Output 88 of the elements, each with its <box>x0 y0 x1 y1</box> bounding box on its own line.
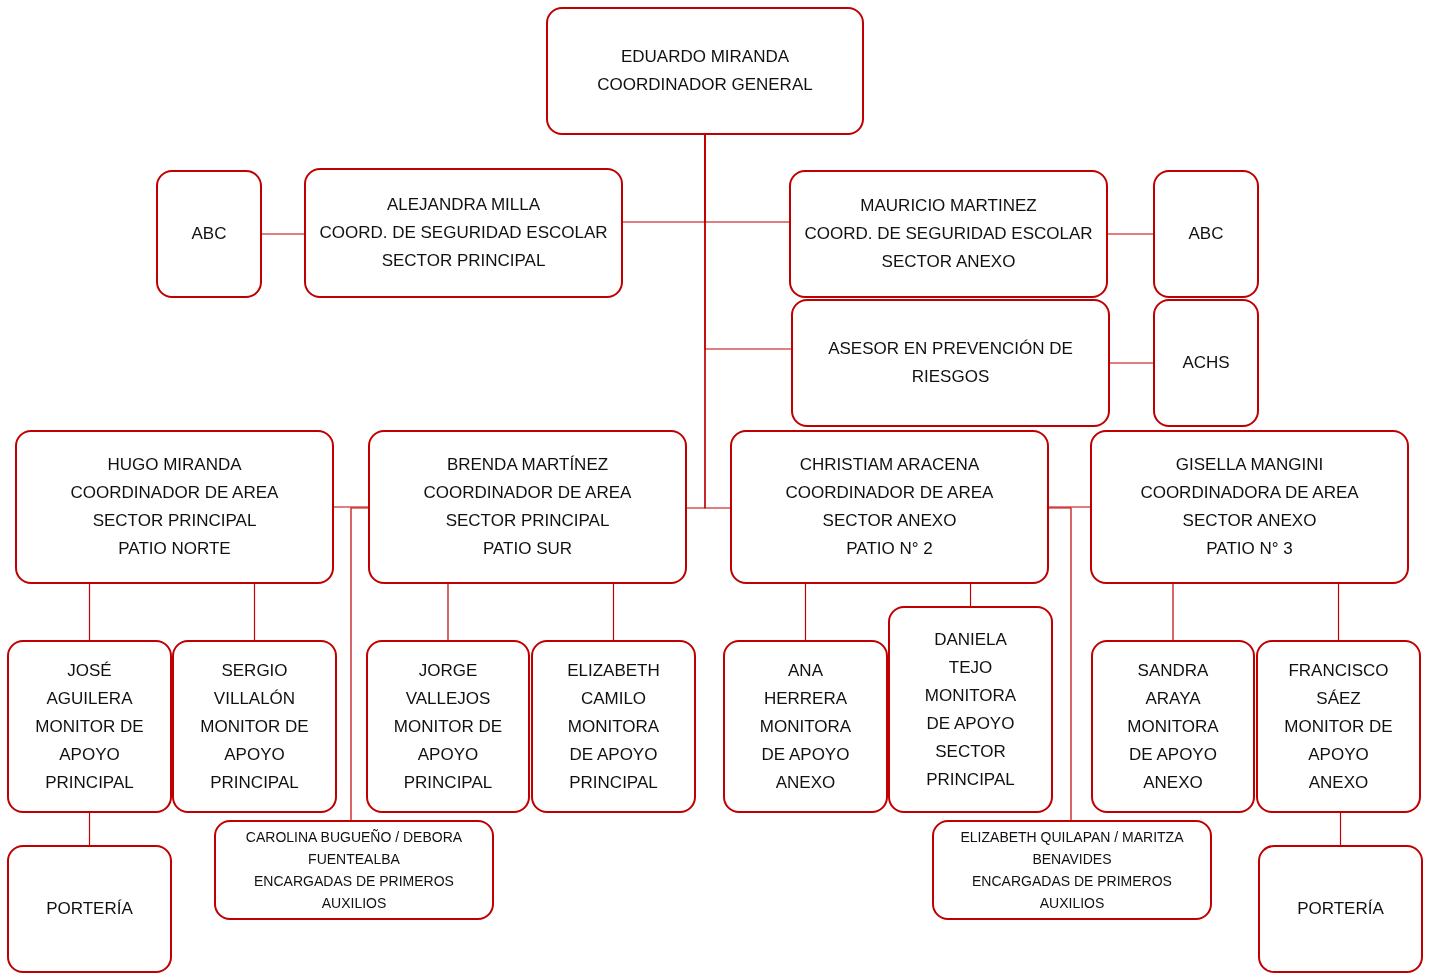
org-box <box>172 640 337 813</box>
connector-line <box>447 583 449 641</box>
role-text: COORDINADOR GENERAL <box>597 74 813 96</box>
role-text: PATIO NORTE <box>118 538 231 560</box>
role-text: MONITORA DE APOYO SECTOR PRINCIPAL <box>923 684 1018 791</box>
org-box <box>15 430 334 584</box>
org-box <box>546 7 864 135</box>
role-text: ABC <box>191 223 227 245</box>
role-text: COORDINADOR DE AREA <box>785 482 994 504</box>
org-box <box>932 820 1212 920</box>
role-text: MONITORA DE APOYO ANEXO <box>1126 715 1220 794</box>
role-text: MONITORA DE APOYO PRINCIPAL <box>566 715 661 794</box>
role-text: PORTERÍA <box>46 898 133 920</box>
person-name: FRANCISCO SÁEZ <box>1287 659 1390 710</box>
role-text: ENCARGADAS DE PRIMEROS AUXILIOS <box>253 872 455 913</box>
role-text: PATIO SUR <box>482 538 573 560</box>
connector-line <box>969 583 972 607</box>
org-box <box>791 299 1110 427</box>
org-box <box>156 170 262 298</box>
role-text: COORDINADOR DE AREA <box>423 482 632 504</box>
connector-line <box>1337 583 1340 641</box>
role-text: COORDINADOR DE AREA <box>70 482 279 504</box>
org-box <box>7 845 172 973</box>
role-text: MONITOR DE APOYO PRINCIPAL <box>34 715 145 794</box>
org-box <box>531 640 696 813</box>
person-name: ANA HERRERA <box>762 659 849 710</box>
role-text: MONITORA DE APOYO ANEXO <box>758 715 853 794</box>
person-name: CHRISTIAM ARACENA <box>799 454 980 476</box>
connector-line <box>333 506 369 508</box>
person-name: HUGO MIRANDA <box>107 454 242 476</box>
connector-line <box>1339 812 1342 846</box>
connector-line <box>253 583 256 641</box>
org-box <box>1153 299 1259 427</box>
connector-line <box>1048 506 1091 508</box>
role-text: SECTOR ANEXO <box>1182 510 1317 532</box>
org-box <box>366 640 530 813</box>
connector-line <box>88 583 91 641</box>
person-name: JOSÉ AGUILERA <box>45 659 134 710</box>
connector-line <box>1107 233 1154 235</box>
connector-line <box>1109 362 1154 364</box>
connector-line <box>261 233 305 235</box>
person-name: ALEJANDRA MILLA <box>386 194 541 216</box>
connector-line <box>1048 507 1072 821</box>
org-box <box>368 430 687 584</box>
org-box <box>1153 170 1259 298</box>
org-box <box>730 430 1049 584</box>
person-name: DANIELA TEJO <box>933 628 1008 679</box>
role-text: MONITOR DE APOYO PRINCIPAL <box>199 715 310 794</box>
org-box <box>7 640 172 813</box>
person-name: JORGE VALLEJOS <box>404 659 492 710</box>
role-text: COORDINADORA DE AREA <box>1140 482 1359 504</box>
role-text: SECTOR ANEXO <box>822 510 957 532</box>
org-box <box>1258 845 1423 973</box>
org-box <box>1091 640 1255 813</box>
role-text: MONITOR DE APOYO ANEXO <box>1283 715 1394 794</box>
person-name: EDUARDO MIRANDA <box>620 46 790 68</box>
person-name: ELIZABETH CAMILO <box>566 659 661 710</box>
person-name: GISELLA MANGINI <box>1175 454 1324 476</box>
person-name: BRENDA MARTÍNEZ <box>446 454 609 476</box>
person-name: SERGIO VILLALÓN <box>212 659 297 710</box>
connector-line <box>88 812 91 846</box>
role-text: SECTOR PRINCIPAL <box>445 510 610 532</box>
role-text: PORTERÍA <box>1297 898 1384 920</box>
person-name: MAURICIO MARTINEZ <box>860 195 1037 217</box>
org-box <box>214 820 494 920</box>
person-name: SANDRA ARAYA <box>1136 659 1210 710</box>
org-box <box>723 640 888 813</box>
role-text: MONITOR DE APOYO PRINCIPAL <box>392 715 504 794</box>
role-text: COORD. DE SEGURIDAD ESCOLAR SECTOR PRINCIPAL <box>318 222 609 272</box>
org-box <box>888 606 1053 813</box>
org-box <box>1090 430 1409 584</box>
role-text: PATIO N° 2 <box>846 538 933 560</box>
role-text: COORD. DE SEGURIDAD ESCOLAR SECTOR ANEXO <box>803 223 1094 273</box>
connector-line <box>612 583 615 641</box>
role-text: ACHS <box>1182 352 1230 374</box>
person-name: ELIZABETH QUILAPAN / MARITZA BENAVIDES <box>959 828 1185 869</box>
connector-line <box>350 507 369 821</box>
org-box <box>789 170 1108 298</box>
org-box <box>304 168 623 298</box>
role-text: SECTOR PRINCIPAL <box>92 510 257 532</box>
role-text: ASESOR EN PREVENCIÓN DE RIESGOS <box>827 338 1074 388</box>
connector-line <box>1172 583 1174 641</box>
person-name: CAROLINA BUGUEÑO / DEBORA FUENTEALBA <box>244 828 464 869</box>
role-text: PATIO N° 3 <box>1206 538 1293 560</box>
role-text: ENCARGADAS DE PRIMEROS AUXILIOS <box>971 872 1173 913</box>
role-text: ABC <box>1188 223 1224 245</box>
org-box <box>1256 640 1421 813</box>
connector-line <box>804 583 807 641</box>
